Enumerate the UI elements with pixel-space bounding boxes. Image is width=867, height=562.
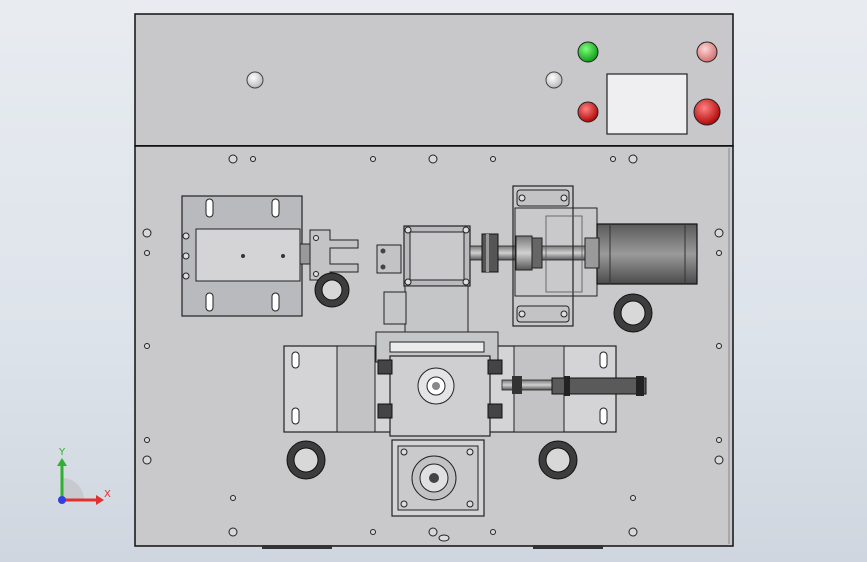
coupling-shaft (469, 233, 591, 273)
servo-motor-frame[interactable] (512, 185, 598, 327)
carriage-assembly[interactable] (375, 331, 503, 437)
indicator-light-pink[interactable] (696, 41, 718, 63)
axis-triad-labels: X Y (58, 447, 111, 500)
bearing-holder (286, 272, 653, 480)
stop-button-red[interactable] (577, 101, 599, 123)
lower-rotary-fixture[interactable] (391, 439, 485, 542)
indicator-lamp-left[interactable] (246, 71, 264, 89)
indicator-lamp-right[interactable] (545, 71, 563, 89)
axis-triad (57, 458, 104, 505)
hmi-screen[interactable] (606, 73, 688, 135)
sensor-bracket (376, 244, 402, 274)
stepper-motor-center[interactable] (383, 225, 471, 333)
start-button-green[interactable] (577, 41, 599, 63)
left-slide-fixture[interactable] (181, 195, 359, 317)
screw-holes (142, 154, 724, 537)
axis-y-label: Y (58, 447, 66, 458)
emergency-stop-button[interactable] (693, 98, 721, 126)
axis-x-label: X (104, 489, 111, 500)
servo-motor[interactable] (584, 223, 698, 285)
pneumatic-cylinder[interactable] (501, 376, 647, 396)
